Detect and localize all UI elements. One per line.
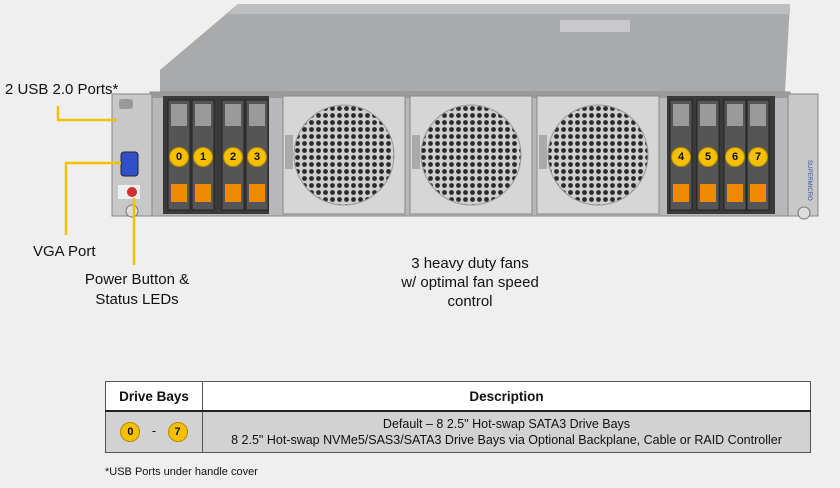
drive-bays-table: Drive Bays Description 0 - 7 Default – 8… [105, 381, 811, 453]
footnote: *USB Ports under handle cover [105, 466, 258, 478]
brand-logo: SUPERMICRO [806, 160, 812, 201]
table-row: 0 - 7 Default – 8 2.5" Hot-swap SATA3 Dr… [105, 410, 811, 453]
drive-latch[interactable] [700, 184, 716, 202]
power-button-label: Power Button & Status LEDs [62, 270, 212, 310]
drive-number-badge-1: 1 [193, 147, 213, 167]
drive-latch[interactable] [249, 184, 265, 202]
drive-number-badge-7: 7 [748, 147, 768, 167]
drive-number-badge-0: 0 [169, 147, 189, 167]
drive-latch[interactable] [727, 184, 743, 202]
drive-latch[interactable] [750, 184, 766, 202]
drive-bay-range: 0 - 7 [105, 410, 203, 453]
top-vent [560, 20, 630, 32]
fan-3 [536, 95, 660, 215]
power-label-line1: Power Button & [84, 271, 190, 288]
bay-end-badge: 7 [167, 422, 188, 442]
drive-number-badge-4: 4 [671, 147, 691, 167]
usb-ports-label: 2 USB 2.0 Ports* [5, 81, 119, 98]
usb-cover-icon [119, 99, 133, 109]
description-line1: Default – 8 2.5" Hot-swap SATA3 Drive Ba… [382, 417, 631, 431]
vga-port-label: VGA Port [33, 243, 96, 260]
vga-callout-line [64, 161, 121, 235]
table-header-row: Drive Bays Description [105, 381, 811, 412]
drive-number-badge-2: 2 [223, 147, 243, 167]
right-handle-ear [787, 93, 819, 217]
power-label-line2: Status LEDs [95, 291, 179, 308]
power-button-icon [127, 187, 137, 197]
fan-1 [282, 95, 406, 215]
drive-latch[interactable] [171, 184, 187, 202]
bay-start-badge: 0 [120, 422, 141, 442]
fans-label-line1: 3 heavy duty fans [411, 255, 529, 272]
description-line2: 8 2.5" Hot-swap NVMe5/SAS3/SATA3 Drive B… [231, 433, 782, 447]
usb-callout-line [56, 106, 117, 122]
drive-latch[interactable] [673, 184, 689, 202]
fans-label: 3 heavy duty fans w/ optimal fan speed c… [380, 254, 560, 311]
drive-number-badge-3: 3 [247, 147, 267, 167]
fans-label-line2: w/ optimal fan speed [401, 274, 539, 291]
range-separator: - [151, 424, 157, 438]
drive-latch[interactable] [195, 184, 211, 202]
fan-2 [409, 95, 533, 215]
drive-number-badge-5: 5 [698, 147, 718, 167]
description-cell: Default – 8 2.5" Hot-swap SATA3 Drive Ba… [202, 410, 811, 453]
drive-latch[interactable] [225, 184, 241, 202]
header-description: Description [202, 381, 811, 412]
chassis-top [160, 4, 790, 92]
fans-label-line3: control [447, 293, 493, 310]
header-drive-bays: Drive Bays [105, 381, 203, 412]
drive-number-badge-6: 6 [725, 147, 745, 167]
